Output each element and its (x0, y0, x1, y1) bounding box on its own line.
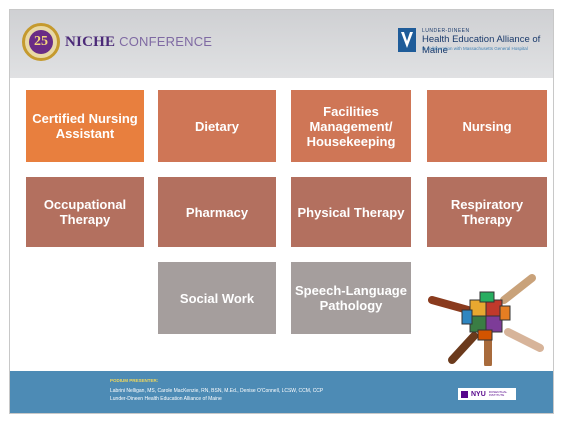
nyu-logo-icon: NYU ROSENTHAL INSTITUTE (458, 388, 516, 400)
presenters-text: Labrini Nelligan, MS, Carole MacKenzie, … (110, 388, 324, 394)
slide-footer: PODIUM PRESENTER: Labrini Nelligan, MS, … (10, 371, 553, 413)
niche-badge-icon: 25 (22, 23, 60, 61)
nyu-torch-icon (461, 390, 468, 398)
hea-logo-icon (398, 28, 416, 52)
nyu-logo-subtext: ROSENTHAL INSTITUTE (488, 389, 508, 397)
slide: 25 NICHE CONFERENCE LUNDER-DINEEN Health… (9, 9, 554, 414)
tile-respiratory-therapy: Respiratory Therapy (427, 177, 547, 247)
tile-nursing: Nursing (427, 90, 547, 162)
conference-label: CONFERENCE (119, 34, 213, 49)
badge-number: 25 (29, 30, 53, 54)
hea-main-text: Health Education Alliance of Maine (422, 34, 541, 56)
tile-occupational-therapy: Occupational Therapy (26, 177, 144, 247)
tile-pharmacy: Pharmacy (158, 177, 276, 247)
hea-sub-text: In collaboration with Massachusetts Gene… (422, 46, 528, 51)
niche-label: NICHE (65, 34, 116, 50)
tile-social-work: Social Work (158, 262, 276, 334)
tile-certified-nursing-assistant: Certified Nursing Assistant (26, 90, 144, 162)
podium-label: PODIUM PRESENTER: (110, 378, 159, 383)
conference-title: NICHE CONFERENCE (65, 34, 212, 51)
nyu-logo-text: NYU (471, 390, 486, 398)
puzzle-hands-image (428, 274, 544, 366)
tile-speech-language-pathology: Speech-Language Pathology (291, 262, 411, 334)
hea-top-text: LUNDER-DINEEN (422, 28, 470, 34)
tile-facilities-management: Facilities Management/ Housekeeping (291, 90, 411, 162)
slide-header: 25 NICHE CONFERENCE LUNDER-DINEEN Health… (10, 10, 553, 78)
tile-physical-therapy: Physical Therapy (291, 177, 411, 247)
tile-dietary: Dietary (158, 90, 276, 162)
organization-text: Lunder-Dineen Health Education Alliance … (110, 396, 222, 402)
